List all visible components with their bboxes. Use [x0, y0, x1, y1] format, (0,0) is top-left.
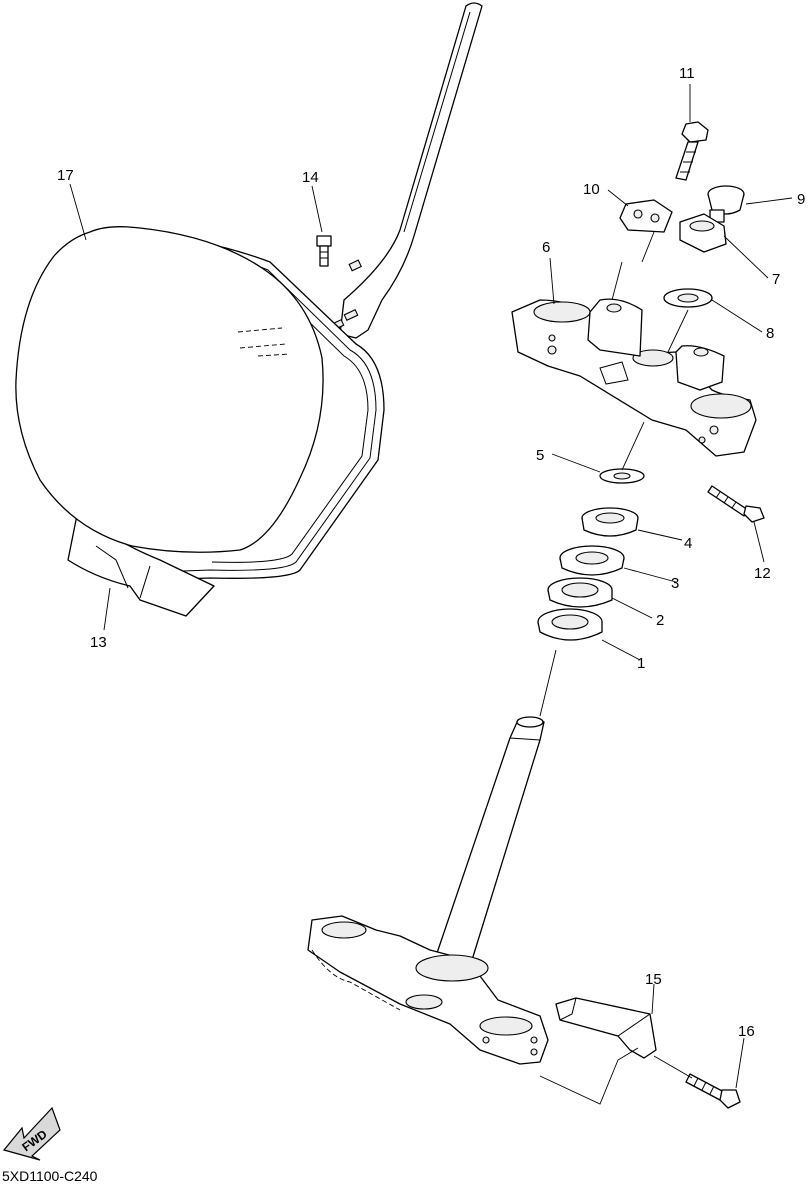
callout-17: 17 — [57, 167, 74, 184]
callout-7: 7 — [772, 271, 780, 288]
bearing-2[interactable] — [547, 577, 613, 608]
callout-6: 6 — [542, 239, 550, 256]
clamp-10[interactable] — [619, 199, 673, 233]
callout-15: 15 — [645, 971, 662, 988]
callout-12: 12 — [754, 565, 771, 582]
steering-stem[interactable] — [435, 716, 545, 961]
callout-9: 9 — [797, 191, 805, 208]
bracket-15[interactable] — [555, 997, 657, 1059]
diagram-code: 5XD1100-C240 — [2, 1168, 98, 1184]
fwd-arrow-icon: FWD — [2, 1106, 61, 1161]
callout-8: 8 — [766, 325, 774, 342]
callout-labels: 1 2 3 4 5 6 7 8 9 10 11 12 13 14 15 16 1… — [57, 65, 805, 1040]
washer-8[interactable] — [663, 288, 713, 308]
bolt-14[interactable] — [316, 235, 332, 267]
callout-10: 10 — [583, 181, 600, 198]
number-plate-assembly[interactable] — [15, 2, 483, 617]
callout-5: 5 — [536, 447, 544, 464]
callout-14: 14 — [302, 169, 319, 186]
cap-9[interactable] — [707, 185, 745, 223]
ring-nut-4[interactable] — [581, 507, 639, 537]
bolt-12[interactable] — [707, 485, 765, 523]
bolt-16[interactable] — [685, 1073, 741, 1109]
lower-bracket[interactable] — [307, 915, 549, 1065]
washer-5[interactable] — [599, 468, 645, 484]
callout-4: 4 — [684, 535, 692, 552]
callout-3: 3 — [671, 575, 679, 592]
callout-1: 1 — [637, 655, 645, 672]
bearing-cover-3[interactable] — [559, 545, 625, 576]
callout-11: 11 — [679, 65, 695, 82]
bolt-11[interactable] — [675, 121, 709, 181]
leader-lines — [69, 84, 793, 1105]
callout-2: 2 — [656, 612, 664, 629]
callout-13: 13 — [90, 634, 107, 651]
oil-seal-1[interactable] — [537, 608, 603, 641]
nut-7[interactable] — [679, 213, 727, 253]
callout-16: 16 — [738, 1023, 755, 1040]
upper-bracket[interactable] — [511, 298, 757, 457]
